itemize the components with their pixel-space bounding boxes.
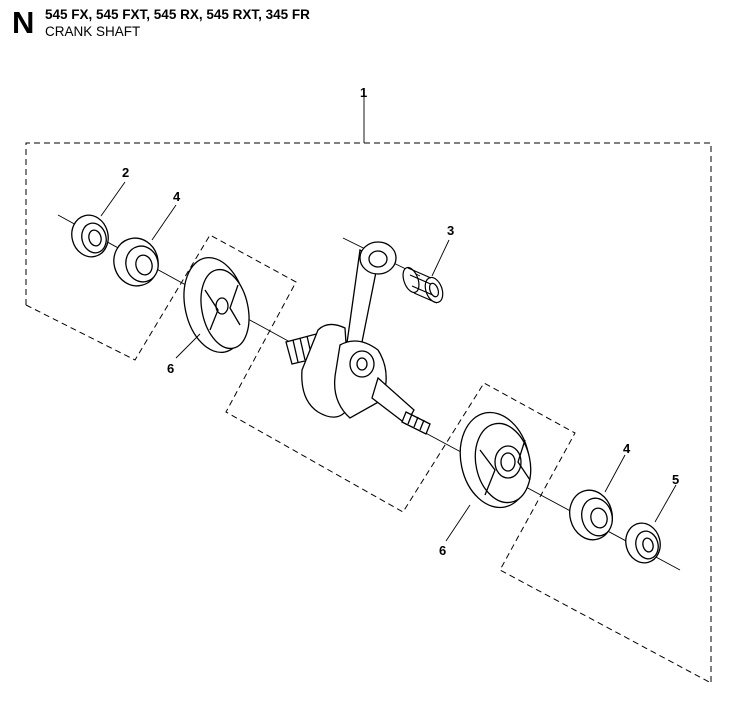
leader-lines bbox=[100, 181, 677, 542]
callout-4-left: 4 bbox=[173, 189, 181, 204]
seal-right bbox=[625, 522, 661, 564]
callout-6-right: 6 bbox=[439, 543, 446, 558]
bearing-right bbox=[569, 489, 613, 541]
assembly-boundary bbox=[25, 142, 712, 684]
bearing-left bbox=[113, 237, 159, 287]
callout-2: 2 bbox=[122, 165, 129, 180]
section-letter: N bbox=[12, 5, 35, 40]
needle-bearing bbox=[402, 266, 444, 304]
callout-6-left: 6 bbox=[167, 361, 174, 376]
model-list: 545 FX, 545 FXT, 545 RX, 545 RXT, 345 FR bbox=[45, 7, 310, 22]
callout-3: 3 bbox=[447, 223, 454, 238]
seal-left bbox=[71, 214, 109, 258]
callout-4-right: 4 bbox=[623, 441, 631, 456]
shim-left bbox=[183, 256, 250, 354]
page-title: CRANK SHAFT bbox=[45, 24, 141, 39]
shim-right bbox=[459, 411, 532, 509]
callout-1: 1 bbox=[360, 85, 367, 100]
callout-5: 5 bbox=[672, 472, 679, 487]
crankshaft bbox=[285, 241, 431, 435]
